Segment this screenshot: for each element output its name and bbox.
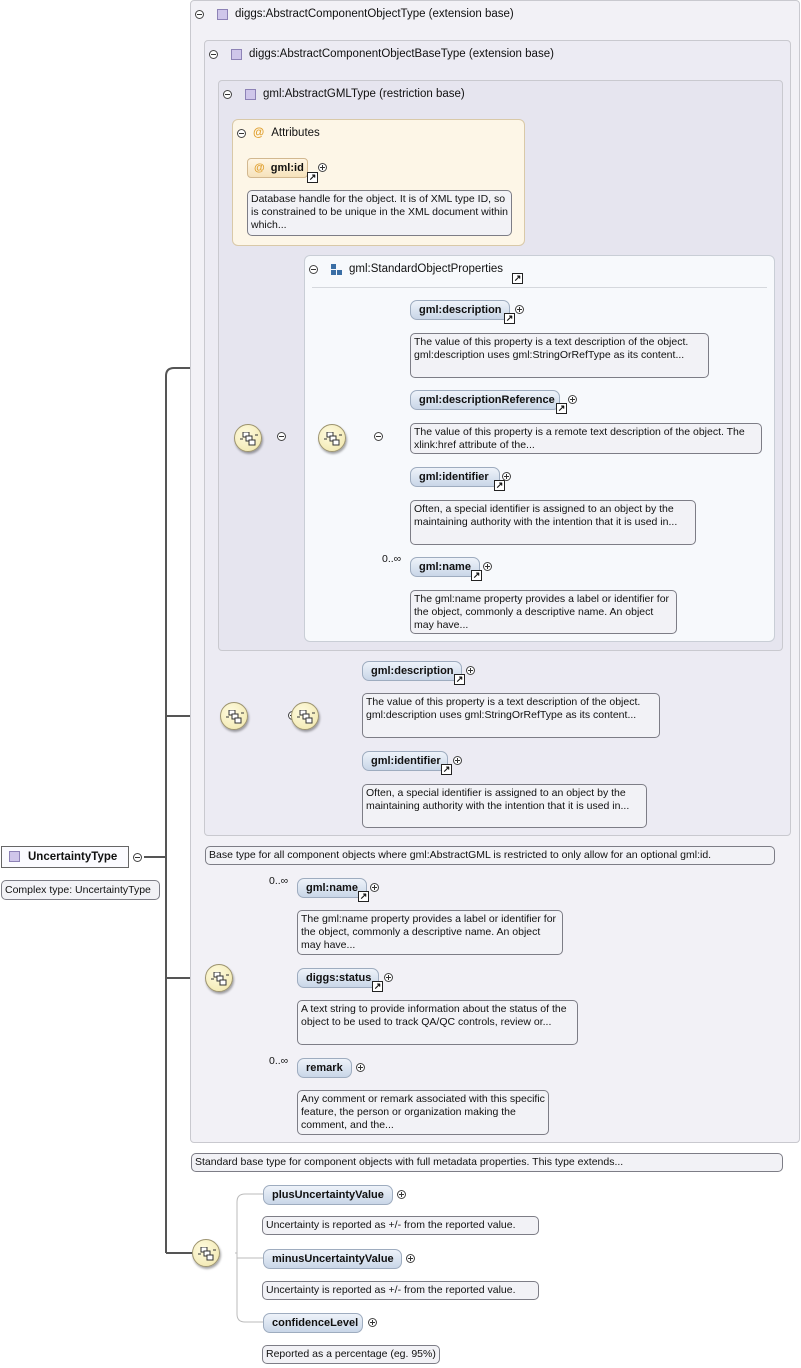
element-doc: The value of this property is a text des…: [410, 333, 709, 378]
element-doc: Any comment or remark associated with th…: [297, 1090, 549, 1135]
expand-icon[interactable]: [368, 1318, 377, 1327]
reference-arrow-icon[interactable]: ↗: [358, 891, 369, 902]
sequence-compositor-icon[interactable]: [192, 1239, 220, 1267]
expand-icon[interactable]: [370, 883, 379, 892]
root-doc: Complex type: UncertaintyType: [1, 880, 160, 900]
group-title: gml:StandardObjectProperties: [349, 263, 504, 275]
element-doc: The gml:name property provides a label o…: [297, 910, 563, 955]
expand-icon[interactable]: [406, 1254, 415, 1263]
sequence-compositor-icon[interactable]: [291, 702, 319, 730]
element-doc: The value of this property is a remote t…: [410, 423, 762, 454]
reference-arrow-icon[interactable]: ↗: [454, 674, 465, 685]
expand-icon[interactable]: [397, 1190, 406, 1199]
element-gml-name[interactable]: gml:name: [297, 878, 367, 898]
occurrence-label: 0..∞: [269, 875, 289, 887]
extension-header: diggs:AbstractComponentObjectType (exten…: [195, 8, 514, 20]
attribute-doc: Database handle for the object. It is of…: [247, 190, 512, 236]
reference-arrow-icon[interactable]: ↗: [494, 480, 505, 491]
element-doc: Often, a special identifier is assigned …: [362, 784, 647, 828]
reference-arrow-icon[interactable]: ↗: [372, 981, 383, 992]
element-gml-name[interactable]: gml:name: [410, 557, 480, 577]
element-gml-identifier[interactable]: gml:identifier: [362, 751, 448, 771]
reference-arrow-icon[interactable]: ↗: [307, 172, 318, 183]
complex-type-icon: [245, 88, 256, 100]
attribute-label: gml:id: [270, 162, 304, 174]
sequence-compositor-icon[interactable]: [318, 424, 346, 452]
sequence-compositor-icon[interactable]: [234, 424, 262, 452]
group-icon: [331, 263, 342, 275]
expand-icon[interactable]: [453, 756, 462, 765]
expand-icon[interactable]: [384, 973, 393, 982]
reference-arrow-icon[interactable]: ↗: [512, 273, 523, 284]
root-type-name: UncertaintyType: [28, 851, 118, 863]
sequence-compositor-icon[interactable]: [220, 702, 248, 730]
element-remark[interactable]: remark: [297, 1058, 352, 1078]
extension-title: diggs:AbstractComponentObjectBaseType (e…: [249, 48, 554, 60]
restriction-title: gml:AbstractGMLType (restriction base): [263, 88, 465, 100]
root-type-box[interactable]: UncertaintyType: [1, 846, 129, 868]
complex-type-icon: [217, 8, 228, 20]
collapse-icon[interactable]: [195, 9, 204, 19]
occurrence-label: 0..∞: [269, 1055, 289, 1067]
element-minus-uncertainty-value[interactable]: minusUncertaintyValue: [263, 1249, 402, 1269]
collapse-icon[interactable]: [237, 128, 246, 138]
element-plus-uncertainty-value[interactable]: plusUncertaintyValue: [263, 1185, 393, 1205]
element-doc: Often, a special identifier is assigned …: [410, 500, 696, 545]
element-gml-description-reference[interactable]: gml:descriptionReference: [410, 390, 560, 410]
expand-icon[interactable]: [515, 305, 524, 314]
group-header: gml:StandardObjectProperties: [309, 263, 503, 275]
collapse-icon[interactable]: [277, 432, 287, 441]
collapse-icon[interactable]: [309, 264, 318, 274]
attributes-title: Attributes: [271, 127, 320, 139]
element-doc: Reported as a percentage (eg. 95%): [262, 1345, 440, 1364]
element-confidence-level[interactable]: confidenceLevel: [263, 1313, 363, 1333]
expand-icon[interactable]: [483, 562, 492, 571]
extension-header: diggs:AbstractComponentObjectBaseType (e…: [209, 48, 554, 60]
reference-arrow-icon[interactable]: ↗: [556, 403, 567, 414]
collapse-icon[interactable]: [374, 432, 384, 441]
extension-doc: Standard base type for component objects…: [191, 1153, 783, 1172]
collapse-icon[interactable]: [209, 49, 218, 59]
expand-icon[interactable]: [356, 1063, 365, 1072]
element-doc: Uncertainty is reported as +/- from the …: [262, 1216, 539, 1235]
collapse-icon[interactable]: [133, 853, 142, 862]
expand-icon[interactable]: [466, 666, 475, 675]
element-doc: The value of this property is a text des…: [362, 693, 660, 738]
reference-arrow-icon[interactable]: ↗: [471, 570, 482, 581]
restriction-header: gml:AbstractGMLType (restriction base): [223, 88, 465, 100]
extension-doc: Base type for all component objects wher…: [205, 846, 775, 865]
element-gml-description[interactable]: gml:description: [410, 300, 510, 320]
element-gml-identifier[interactable]: gml:identifier: [410, 467, 500, 487]
element-gml-description[interactable]: gml:description: [362, 661, 462, 681]
attribute-gml-id[interactable]: @ gml:id: [247, 158, 308, 178]
attribute-at-icon: @: [253, 127, 265, 139]
element-doc: Uncertainty is reported as +/- from the …: [262, 1281, 539, 1300]
element-doc: A text string to provide information abo…: [297, 1000, 578, 1045]
attribute-at-icon: @: [254, 162, 265, 174]
complex-type-icon: [231, 48, 242, 60]
sequence-compositor-icon[interactable]: [205, 964, 233, 992]
collapse-icon[interactable]: [223, 89, 232, 99]
attributes-header: @ Attributes: [237, 127, 320, 139]
group-divider: [312, 287, 767, 288]
expand-icon[interactable]: [568, 395, 577, 404]
complex-type-icon: [9, 851, 20, 862]
reference-arrow-icon[interactable]: ↗: [441, 764, 452, 775]
expand-icon[interactable]: [502, 472, 511, 481]
element-doc: The gml:name property provides a label o…: [410, 590, 677, 634]
reference-arrow-icon[interactable]: ↗: [504, 313, 515, 324]
element-diggs-status[interactable]: diggs:status: [297, 968, 379, 988]
extension-title: diggs:AbstractComponentObjectType (exten…: [235, 8, 514, 20]
expand-icon[interactable]: [318, 163, 327, 172]
occurrence-label: 0..∞: [382, 553, 402, 565]
